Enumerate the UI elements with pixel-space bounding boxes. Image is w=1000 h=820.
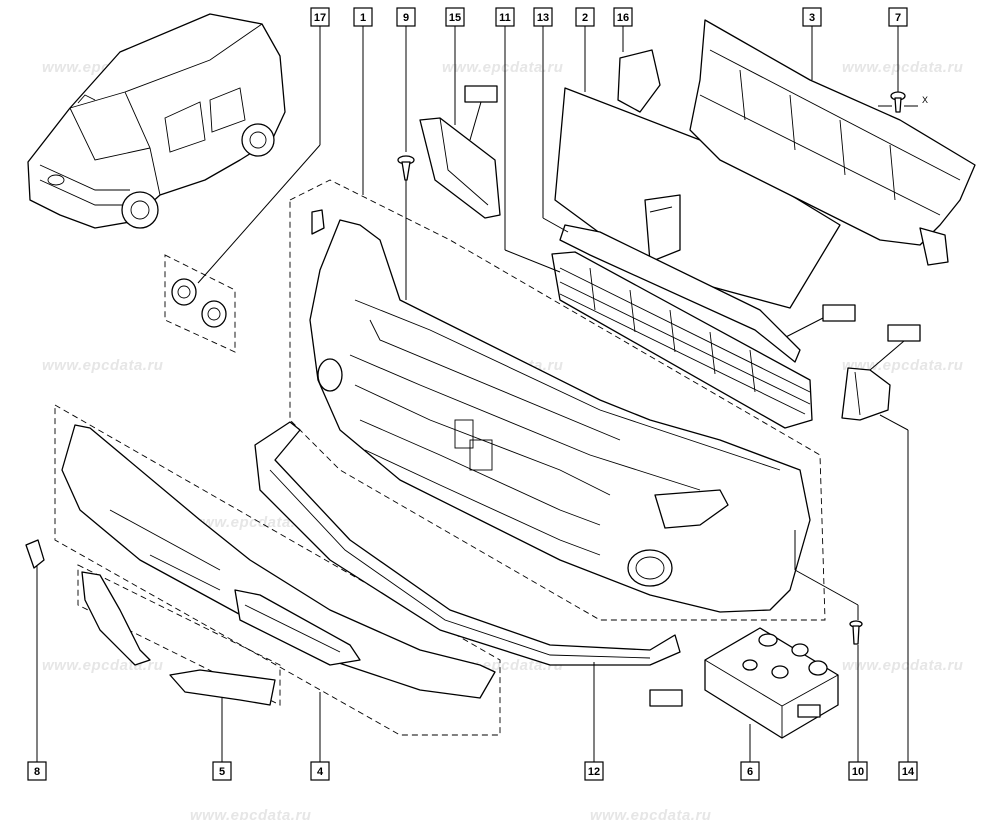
callout-14[interactable]: 14 (898, 761, 918, 781)
leader-lines (36, 26, 909, 762)
watermark-12: www.epcdata.ru (190, 807, 311, 820)
callout-9[interactable]: 9 (396, 7, 416, 27)
watermark-11: www.epcdata.ru (842, 657, 963, 674)
watermark-2: www.epcdata.ru (442, 59, 563, 76)
callout-6-label: 6 (747, 766, 753, 778)
axis-marker: X (922, 95, 928, 105)
part-12-spoiler (254, 421, 683, 707)
part-13-strip (559, 224, 801, 363)
part-4-lower-skirt (54, 404, 501, 736)
callout-3-label: 3 (809, 12, 815, 24)
callout-8[interactable]: 8 (27, 761, 47, 781)
callout-3[interactable]: 3 (802, 7, 822, 27)
part-6-fastener-kit (704, 627, 839, 739)
callout-11[interactable]: 11 (495, 7, 515, 27)
callout-4[interactable]: 4 (310, 761, 330, 781)
callout-9-label: 9 (403, 12, 409, 24)
watermark-7: www.epcdata.ru (190, 514, 311, 531)
callout-5-label: 5 (219, 766, 225, 778)
callout-10[interactable]: 10 (848, 761, 868, 781)
watermark-4: www.epcdata.ru (42, 357, 163, 374)
callout-11-label: 11 (499, 12, 511, 24)
callout-2-label: 2 (582, 12, 588, 24)
callout-14-label: 14 (902, 766, 915, 778)
callout-12-label: 12 (588, 766, 600, 778)
part-16-cap (617, 49, 661, 113)
part-5-brackets (77, 564, 281, 706)
callout-13[interactable]: 13 (533, 7, 553, 27)
vehicle-overview (27, 13, 286, 229)
part-9-screw (397, 155, 415, 300)
callout-10-label: 10 (852, 766, 864, 778)
part-10-screw (849, 620, 863, 645)
watermark-3: www.epcdata.ru (842, 59, 963, 76)
part-17-clips (164, 254, 236, 353)
callout-15[interactable]: 15 (445, 7, 465, 27)
part-3-cross-member (689, 19, 976, 266)
callout-5[interactable]: 5 (212, 761, 232, 781)
callout-6[interactable]: 6 (740, 761, 760, 781)
callout-16-label: 16 (617, 12, 629, 24)
callout-17[interactable]: 17 (310, 7, 330, 27)
part-2-upper-panel (554, 87, 856, 341)
callout-17-label: 17 (314, 12, 326, 24)
callout-12[interactable]: 12 (584, 761, 604, 781)
part-8-clip (25, 539, 45, 569)
callout-1[interactable]: 1 (353, 7, 373, 27)
watermark-6: www.epcdata.ru (842, 357, 963, 374)
callout-16[interactable]: 16 (613, 7, 633, 27)
callout-7[interactable]: 7 (888, 7, 908, 27)
callouts: 17 1 9 15 11 13 2 16 (27, 7, 918, 781)
part-14-corner (841, 324, 921, 421)
callout-1-label: 1 (360, 12, 366, 24)
callout-13-label: 13 (537, 12, 549, 24)
callout-2[interactable]: 2 (575, 7, 595, 27)
callout-7-label: 7 (895, 12, 901, 24)
part-7-clip: X (878, 91, 928, 113)
callout-4-label: 4 (317, 766, 324, 778)
callout-8-label: 8 (34, 766, 40, 778)
part-1-front-bumper (289, 179, 826, 621)
watermark-13: www.epcdata.ru (590, 807, 711, 820)
part-15-bracket (419, 85, 501, 219)
callout-15-label: 15 (449, 12, 461, 24)
part-11-grille (551, 251, 813, 429)
